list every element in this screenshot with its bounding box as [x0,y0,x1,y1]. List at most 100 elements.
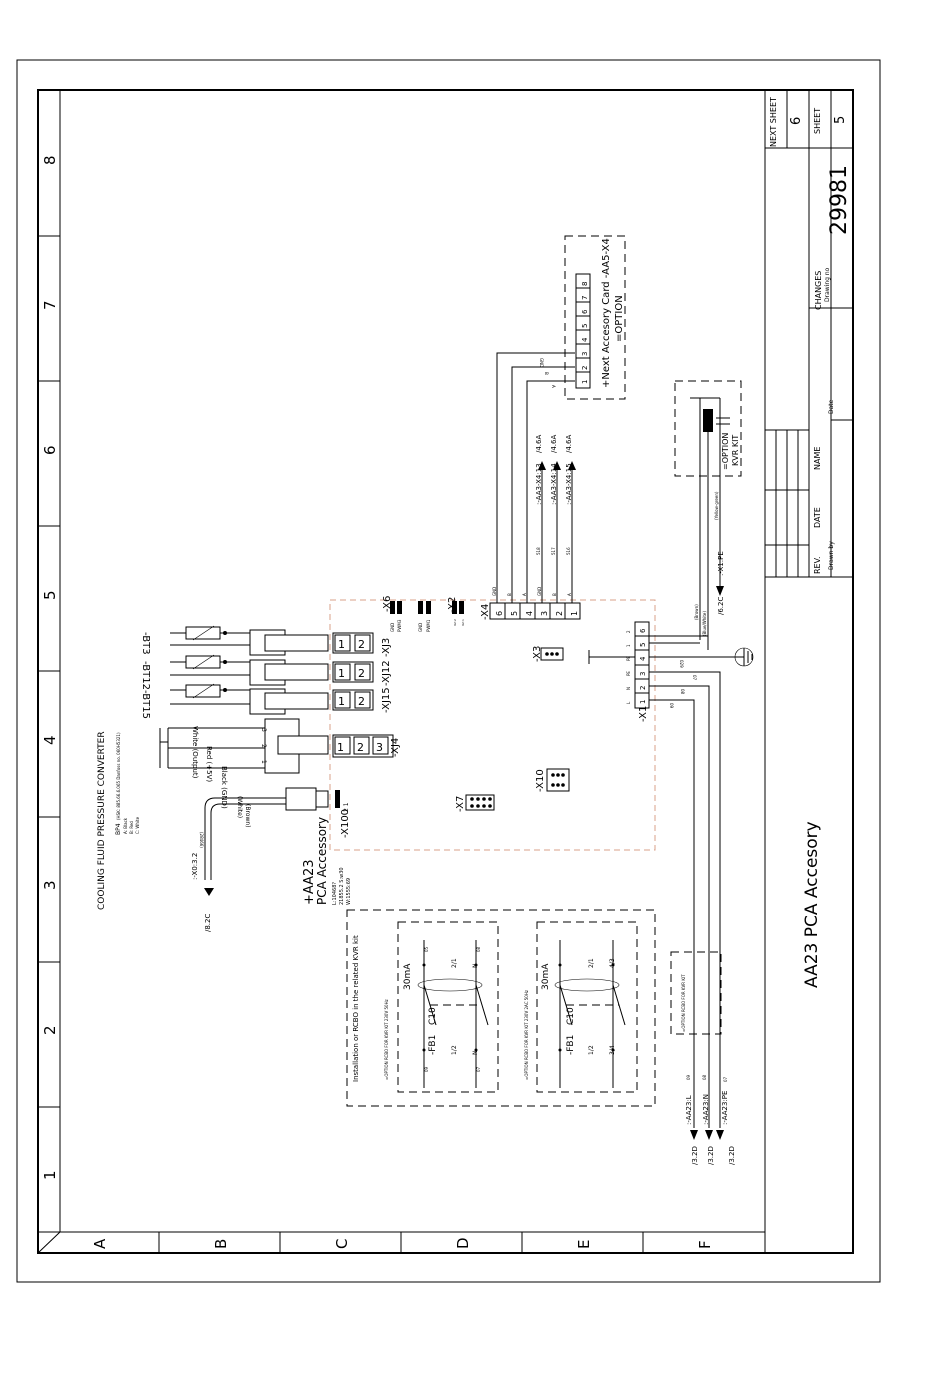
date-column-label: DATE [813,507,822,528]
date-label: Date [828,399,835,414]
connector-label-xj3: -XJ3 [381,638,392,657]
connector-label-xj12: -XJ12 [381,660,392,686]
pin-number: 4 [581,337,589,342]
sensor-bt15 [170,683,329,715]
rcbo-rating: C10 [566,1007,576,1025]
pin-label: PE [626,671,631,676]
board-note: 21855.2 S:w30 [339,867,345,905]
pin-label: 2 [626,630,631,633]
wire-number: 08 [680,689,685,695]
rcbo-rating: C10 [428,1007,438,1025]
wire-number: 08 [702,1074,707,1080]
connector-x1: 1 2 3 4 5 6 L N PE PE 1 2 [626,621,650,709]
pin-number: 7 [581,296,589,300]
pin-number: 5 [581,324,589,328]
wire-color-brown: (Brown) [694,604,699,620]
wire-number: 517 [551,547,556,555]
next-card-label: +Next Accesory Card -AA5-X4 [601,238,612,388]
pin-number: 1 [570,611,579,616]
pin-number: 1 [338,667,345,680]
reference-target: /4.6A [535,435,543,453]
rcbo-pin: 2/1 [451,958,458,968]
rcbo-wire-numbers: 05 08 09 07 [424,946,481,1072]
pin-number: 1 [337,741,344,754]
x100-wire-brown: (Brown) [244,804,251,828]
pin-label: X2:1 [461,619,465,626]
drawing-frame [37,89,854,1254]
pin-number: 3 [540,611,549,616]
column-labels: 1 2 3 4 5 6 7 8 [41,155,59,1180]
connector-x7 [465,794,495,811]
rcbo-box-1 [397,921,499,1093]
drawn-by-label: Drawn by [828,541,835,570]
pin-label: 1 [626,644,631,647]
row-dividers [158,90,766,1253]
next-card-terminal: 1 2 3 4 5 6 7 8 [575,273,591,389]
wire-number: 09 [686,1074,691,1080]
wire-number: 09 [424,1066,429,1072]
wire-number: 08 [476,946,481,952]
connector-label-x6: -X6 [382,596,393,612]
kvr-kit-device [690,397,730,650]
next-sheet-number: 6 [789,117,804,125]
converter-pin: A: Black [123,817,128,834]
pin-number: 3 [639,672,647,676]
pin-number: 6 [495,611,504,616]
rcbo-pin: 4/3 [609,958,616,968]
converter-pin: C: White [135,816,140,834]
reference-target: /3.2D [728,1146,736,1165]
board-subtitle: PCA Accessory [315,817,329,905]
pin-number: 3 [581,352,589,356]
rcbo-pin: N [472,964,479,969]
pin-label: GND [418,623,423,632]
connector-x4: 6 5 4 3 2 1 GND B A GND B A [489,587,581,620]
connector-label-xj4: -XJ4 [390,738,401,757]
wire-label: A [551,385,556,388]
sensor-label-bt15: -BT15 [140,690,151,719]
wire-number: 07 [692,675,697,681]
board-outline [329,599,656,851]
sensor-label-bt3: -BT3 [140,632,151,655]
reference-target: /3.2D [691,1146,699,1165]
reference-label: :-AA23:N [702,1094,710,1125]
supply-reference-pe: :-AA23:PE /3.2D 07 [721,1076,736,1165]
next-sheet-label: NEXT SHEET [769,97,778,147]
wire-label: GND [539,358,544,367]
wire-number: 05 [424,946,429,952]
reference-label: :-AA3-X4:13 [535,463,543,505]
pin-label: PWM3 [397,619,402,632]
row-label: E [575,1240,593,1249]
rcbo-device-label: -FB1 [428,1035,438,1055]
pin-number: 1 [639,700,647,704]
connector-x10 [546,768,570,792]
pin-label: PWM1 [426,619,431,632]
pin-number: 2 [260,744,267,748]
wire-label-output: White (Output) [191,726,199,779]
pin-number: 2 [555,611,564,616]
x100-pin-numbers: 2 1 [343,802,350,812]
pin-number: 6 [581,309,589,314]
x100-reference: :-X0:3.2 [191,853,199,880]
outer-frame [16,59,881,1283]
connector-x100 [204,787,340,880]
kvr-kit-outline [674,380,742,477]
pin-number: 2 [358,695,365,708]
pin-number: 5 [639,643,647,647]
column-label: 6 [41,445,59,455]
reference-target: /3.2D [707,1146,715,1165]
pin-number: 3 [260,728,267,732]
pin-number: 2 [358,667,365,680]
rev-label: REV. [813,556,822,574]
pin-number: 2 [639,686,647,690]
drawing-no-label: Drawing no [824,267,831,302]
sheet-label: SHEET [813,108,822,134]
row-label: D [454,1237,472,1249]
rcbo-leak-rating: 30mA [541,963,551,990]
reference-target: /4.6A [565,435,573,453]
wire-number: 07 [476,1066,481,1072]
connector-xj4: 1 2 3 [332,734,394,758]
connector-label-x2: -X2 [447,597,458,613]
pin-label: GND [390,623,395,632]
sensor-label-bt12: -BT12 [140,661,151,690]
